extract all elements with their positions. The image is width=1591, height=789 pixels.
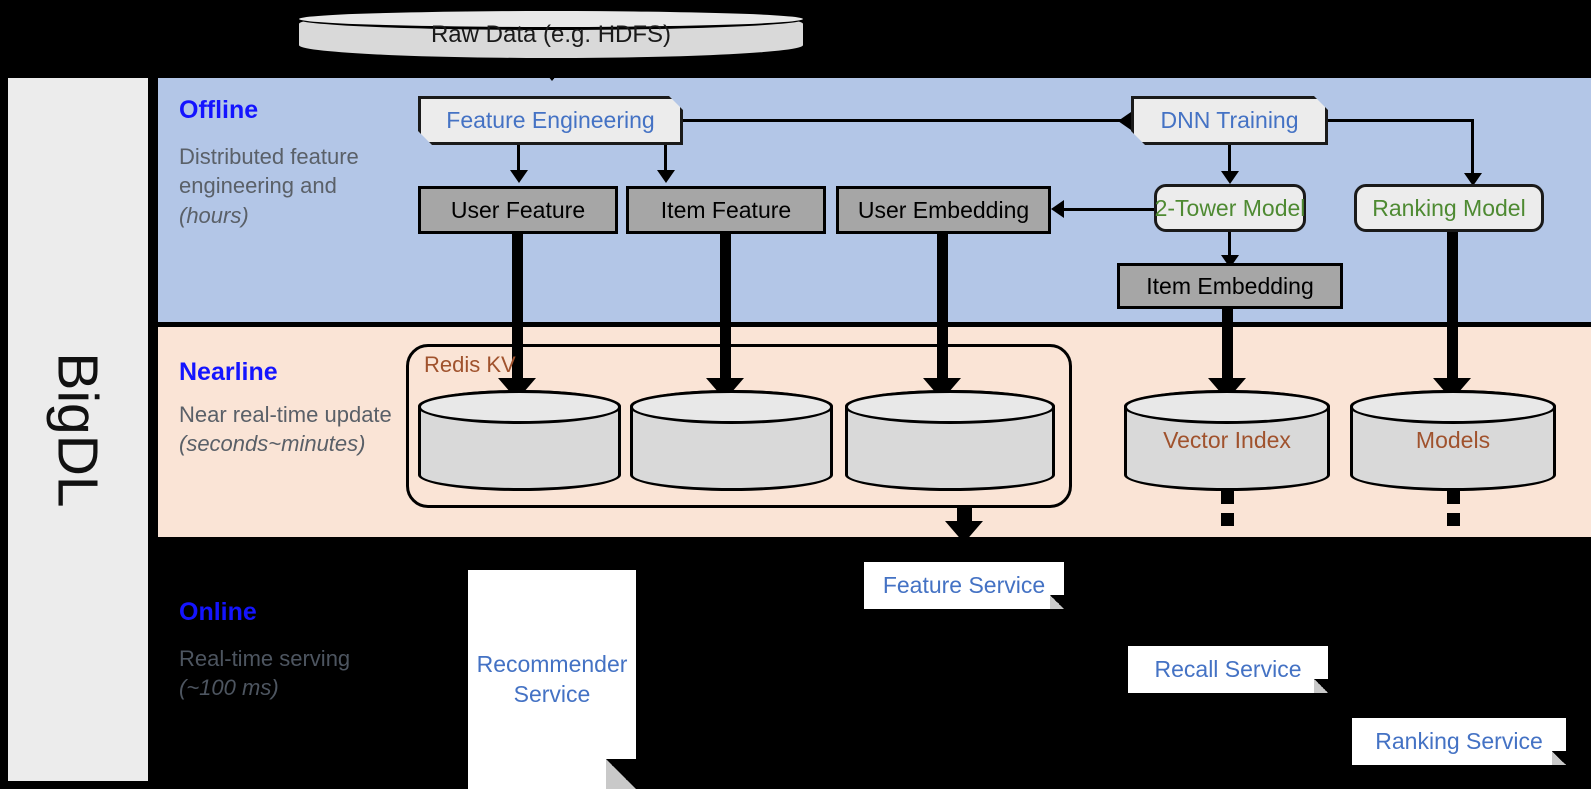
raw-data-cylinder: Raw Data (e.g. HDFS)	[296, 8, 806, 61]
recommender-service-label-line2: Service	[513, 680, 591, 707]
vector-index-label: Vector Index	[1163, 427, 1291, 453]
nearline-layer-description: Near real-time update (seconds~minutes)	[179, 400, 394, 459]
arrowhead-rawdata-to-feature-engineering	[537, 62, 567, 81]
models-label: Models	[1415, 427, 1491, 453]
page-fold-icon	[1314, 679, 1328, 693]
pipe-ranking-model-to-models	[1447, 232, 1458, 387]
arrowhead-two-tower-to-user-embedding	[1051, 200, 1064, 218]
nearline-layer-title: Nearline	[179, 358, 278, 386]
page-fold-icon	[1050, 595, 1064, 609]
pipe-user-feature-to-store	[512, 234, 523, 388]
offline-desc-text: Distributed feature engineering and	[179, 144, 359, 199]
node-user-feature[interactable]: User Feature	[418, 186, 618, 234]
connector-fe-to-item-feature	[664, 145, 667, 172]
cylinder-item-feature-store[interactable]	[630, 390, 833, 491]
ranking-model-label: Ranking Model	[1372, 194, 1526, 221]
arrowhead-dnn-to-ranking	[1464, 173, 1482, 186]
connector-dnn-to-two-tower	[1228, 145, 1231, 174]
cylinder-models[interactable]: Models	[1350, 390, 1556, 491]
feature-service-label: Feature Service	[882, 572, 1046, 598]
node-feature-service[interactable]: Feature Service	[864, 562, 1064, 609]
redis-kv-label: Redis KV	[424, 352, 516, 377]
cylinder-user-embedding-store[interactable]	[845, 390, 1055, 491]
pipe-user-embedding-to-store	[937, 234, 948, 388]
connector-dnn-to-ranking-vertical	[1471, 119, 1474, 179]
node-dnn-training[interactable]: DNN Training	[1131, 96, 1328, 145]
online-desc-emphasis: (~100 ms)	[179, 675, 279, 701]
page-fold-icon	[606, 759, 636, 789]
node-feature-engineering[interactable]: Feature Engineering	[418, 96, 683, 145]
redis-kv-container	[406, 344, 1072, 508]
pipe-item-feature-to-store	[720, 234, 731, 388]
arrowhead-fe-to-item-feature	[657, 170, 675, 183]
page-fold-icon	[1552, 751, 1566, 765]
connector-two-tower-to-item-embedding	[1228, 232, 1231, 260]
arrowhead-feature-engineering-to-dnn	[1118, 112, 1131, 130]
online-layer-description: Real-time serving (~100 ms)	[179, 644, 394, 703]
two-tower-model-label: 2-Tower Model	[1154, 194, 1306, 221]
item-feature-label: Item Feature	[660, 196, 792, 223]
feature-engineering-label: Feature Engineering	[446, 107, 655, 133]
cylinder-vector-index[interactable]: Vector Index	[1124, 390, 1330, 491]
connector-fe-to-user-feature	[517, 145, 520, 172]
connector-stub-models-1	[1447, 491, 1460, 504]
node-two-tower-model[interactable]: 2-Tower Model	[1154, 184, 1306, 232]
connector-dnn-to-ranking-horizontal	[1328, 119, 1474, 122]
offline-desc-emphasis: (hours)	[179, 202, 249, 228]
raw-data-label: Raw Data (e.g. HDFS)	[430, 20, 672, 48]
pipe-item-embedding-to-vector-index	[1222, 309, 1233, 387]
connector-stub-vector-index-2	[1221, 513, 1234, 526]
online-desc-text: Real-time serving	[179, 646, 351, 671]
online-layer-title: Online	[179, 598, 257, 626]
connector-two-tower-to-user-embedding	[1064, 208, 1154, 211]
arrowhead-dnn-to-two-tower	[1221, 171, 1239, 184]
connector-feature-engineering-to-dnn	[683, 119, 1131, 122]
nearline-desc-emphasis: (seconds~minutes)	[179, 431, 366, 457]
user-feature-label: User Feature	[450, 196, 586, 223]
user-embedding-label: User Embedding	[857, 196, 1030, 223]
arrowhead-redis-to-feature-service	[945, 521, 983, 543]
node-item-feature[interactable]: Item Feature	[626, 186, 826, 234]
ranking-service-label: Ranking Service	[1375, 728, 1543, 754]
node-recall-service[interactable]: Recall Service	[1128, 646, 1328, 693]
node-user-embedding[interactable]: User Embedding	[836, 186, 1051, 234]
nearline-desc-text: Near real-time update	[179, 402, 392, 427]
node-item-embedding[interactable]: Item Embedding	[1117, 263, 1343, 309]
node-ranking-service[interactable]: Ranking Service	[1352, 718, 1566, 765]
node-ranking-model[interactable]: Ranking Model	[1354, 184, 1544, 232]
node-recommender-service[interactable]: Recommender Service	[468, 570, 636, 789]
bigdl-sidebar: BigDL	[8, 78, 148, 781]
recall-service-label: Recall Service	[1154, 656, 1302, 682]
arrowhead-fe-to-user-feature	[510, 170, 528, 183]
bigdl-label: BigDL	[46, 351, 110, 508]
offline-layer-description: Distributed feature engineering and (hou…	[179, 142, 394, 230]
cylinder-user-feature-store[interactable]	[418, 390, 621, 491]
connector-stub-redis-to-feature-service	[957, 508, 972, 523]
item-embedding-label: Item Embedding	[1146, 272, 1314, 299]
connector-stub-models-2	[1447, 513, 1460, 526]
recommender-service-label-line1: Recommender	[476, 651, 628, 678]
dnn-training-label: DNN Training	[1160, 107, 1299, 133]
connector-stub-vector-index-1	[1221, 491, 1234, 504]
offline-layer-title: Offline	[179, 96, 259, 124]
